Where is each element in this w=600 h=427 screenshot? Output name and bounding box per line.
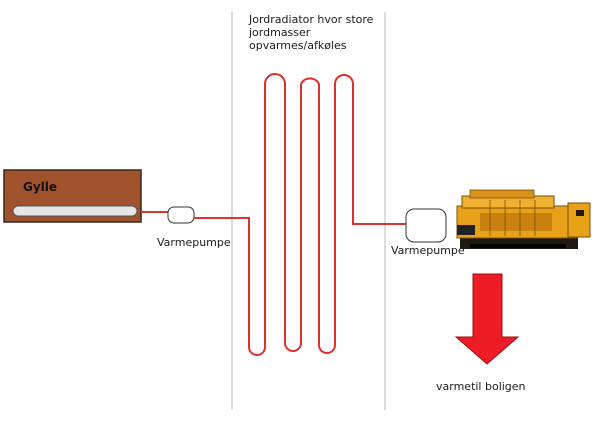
heat-output-arrow [454,273,520,365]
radiator-label: Jordradiator hvor store jordmasser opvar… [249,13,389,52]
left-heat-pump [167,206,195,224]
radiator-label-line-3: opvarmes/afkøles [249,39,347,52]
output-label: varmetil boligen [436,380,526,393]
radiator-label-line-1: Jordradiator hvor store [249,13,374,26]
right-heat-pump [405,208,447,243]
gylle-tank [3,169,142,223]
radiator-label-line-2: jordmasser [249,26,311,39]
generator-engine-icon [456,189,591,249]
earth-radiator-pipe [194,73,406,356]
tank-label: Gylle [23,180,58,194]
left-pump-label: Varmepumpe [157,236,231,249]
tank-inner-pipe [12,205,138,217]
right-pump-label: Varmepumpe [391,244,465,257]
